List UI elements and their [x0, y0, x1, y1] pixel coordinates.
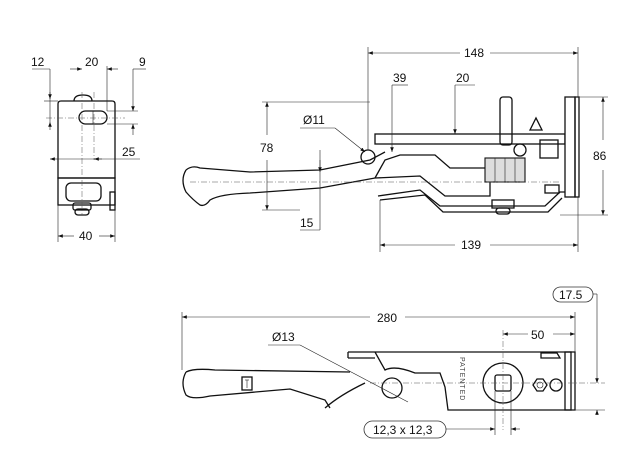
dim-diameter-11: Ø11: [303, 113, 325, 127]
dim-square-12-3: 12,3 x 12,3: [373, 423, 433, 437]
dim-9: 9: [139, 55, 146, 69]
dim-20: 20: [85, 55, 99, 69]
dim-86: 86: [593, 149, 607, 163]
dim-20-side: 20: [456, 71, 470, 85]
dim-148: 148: [464, 46, 484, 60]
top-view: PATENTED 280 50 17.5 Ø13 12,3 x 12,3: [181, 286, 605, 439]
dim-280: 280: [377, 311, 397, 325]
patented-stamp: PATENTED: [458, 357, 465, 401]
dim-12: 12: [31, 55, 45, 69]
dim-15: 15: [300, 216, 314, 230]
dim-139: 139: [461, 238, 481, 252]
dim-17-5: 17.5: [559, 288, 583, 302]
dim-39: 39: [393, 71, 407, 85]
dim-40: 40: [79, 229, 93, 243]
side-view: 148 39 20 Ø11 78 86 15 139: [182, 46, 608, 252]
dim-diameter-13: Ø13: [272, 330, 295, 344]
dim-50: 50: [531, 328, 545, 342]
front-view: 12 20 9 25 40: [31, 55, 146, 243]
dim-25: 25: [122, 145, 136, 159]
dim-78: 78: [260, 141, 274, 155]
